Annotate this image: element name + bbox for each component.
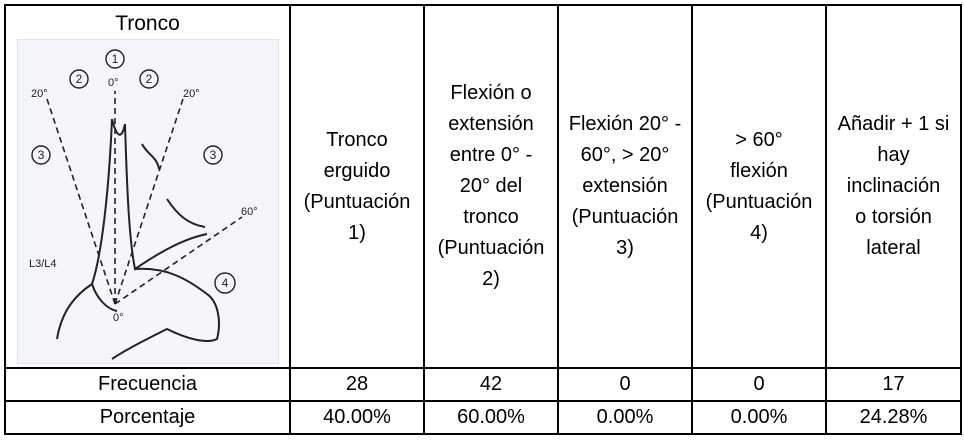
zone-number-4: 4 <box>221 276 228 290</box>
header-flex-20-60: Flexión 20° - 60°, > 20° extensión (Punt… <box>557 4 693 369</box>
zone-number-3-left: 3 <box>37 148 44 162</box>
trunk-figure-cell: Tronco 0° 20 <box>4 4 291 369</box>
percentage-upright: 40.00% <box>289 400 425 435</box>
trunk-posture-table: Tronco 0° 2 0 <box>4 4 962 435</box>
frequency-flex-20-60: 0 <box>557 367 693 402</box>
angle-label-20-left: 20° <box>31 88 48 100</box>
percentage-flex-20-60: 0.00% <box>557 400 693 435</box>
header-lateral-twist: Añadir + 1 si hay inclinación o torsión … <box>825 4 962 369</box>
frequency-flex-over-60: 0 <box>691 367 827 402</box>
frequency-upright: 28 <box>289 367 425 402</box>
zone-number-2-left: 2 <box>75 72 82 86</box>
header-flex-0-20: Flexión o extensión entre 0° - 20° del t… <box>423 4 559 369</box>
angle-label-20-right: 20° <box>183 88 200 100</box>
percentage-lateral-twist: 24.28% <box>825 400 962 435</box>
zone-number-1: 1 <box>111 52 118 66</box>
header-flex-over-60: > 60° flexión (Puntuación 4) <box>691 4 827 369</box>
percentage-row: Porcentaje 40.00% 60.00% 0.00% 0.00% 24.… <box>4 400 962 435</box>
frequency-lateral-twist: 17 <box>825 367 962 402</box>
frequency-flex-0-20: 42 <box>423 367 559 402</box>
trunk-angle-diagram: 0° 20° 20° 60° 0° L3/L4 1 2 2 3 <box>16 39 279 364</box>
row-label-percentage: Porcentaje <box>4 400 291 435</box>
frequency-row: Frecuencia 28 42 0 0 17 <box>4 367 962 402</box>
header-row: Tronco 0° 20 <box>4 4 962 369</box>
zone-number-2-right: 2 <box>145 72 152 86</box>
header-upright: Tronco erguido (Puntuación 1) <box>289 4 425 369</box>
level-label: L3/L4 <box>29 258 57 270</box>
zone-number-3-right: 3 <box>209 148 216 162</box>
row-label-frequency: Frecuencia <box>4 367 291 402</box>
percentage-flex-over-60: 0.00% <box>691 400 827 435</box>
angle-label-origin: 0° <box>113 312 124 324</box>
angle-label-60: 60° <box>241 206 258 218</box>
angle-label-0: 0° <box>108 77 119 89</box>
percentage-flex-0-20: 60.00% <box>423 400 559 435</box>
corner-title: Tronco <box>115 12 180 35</box>
